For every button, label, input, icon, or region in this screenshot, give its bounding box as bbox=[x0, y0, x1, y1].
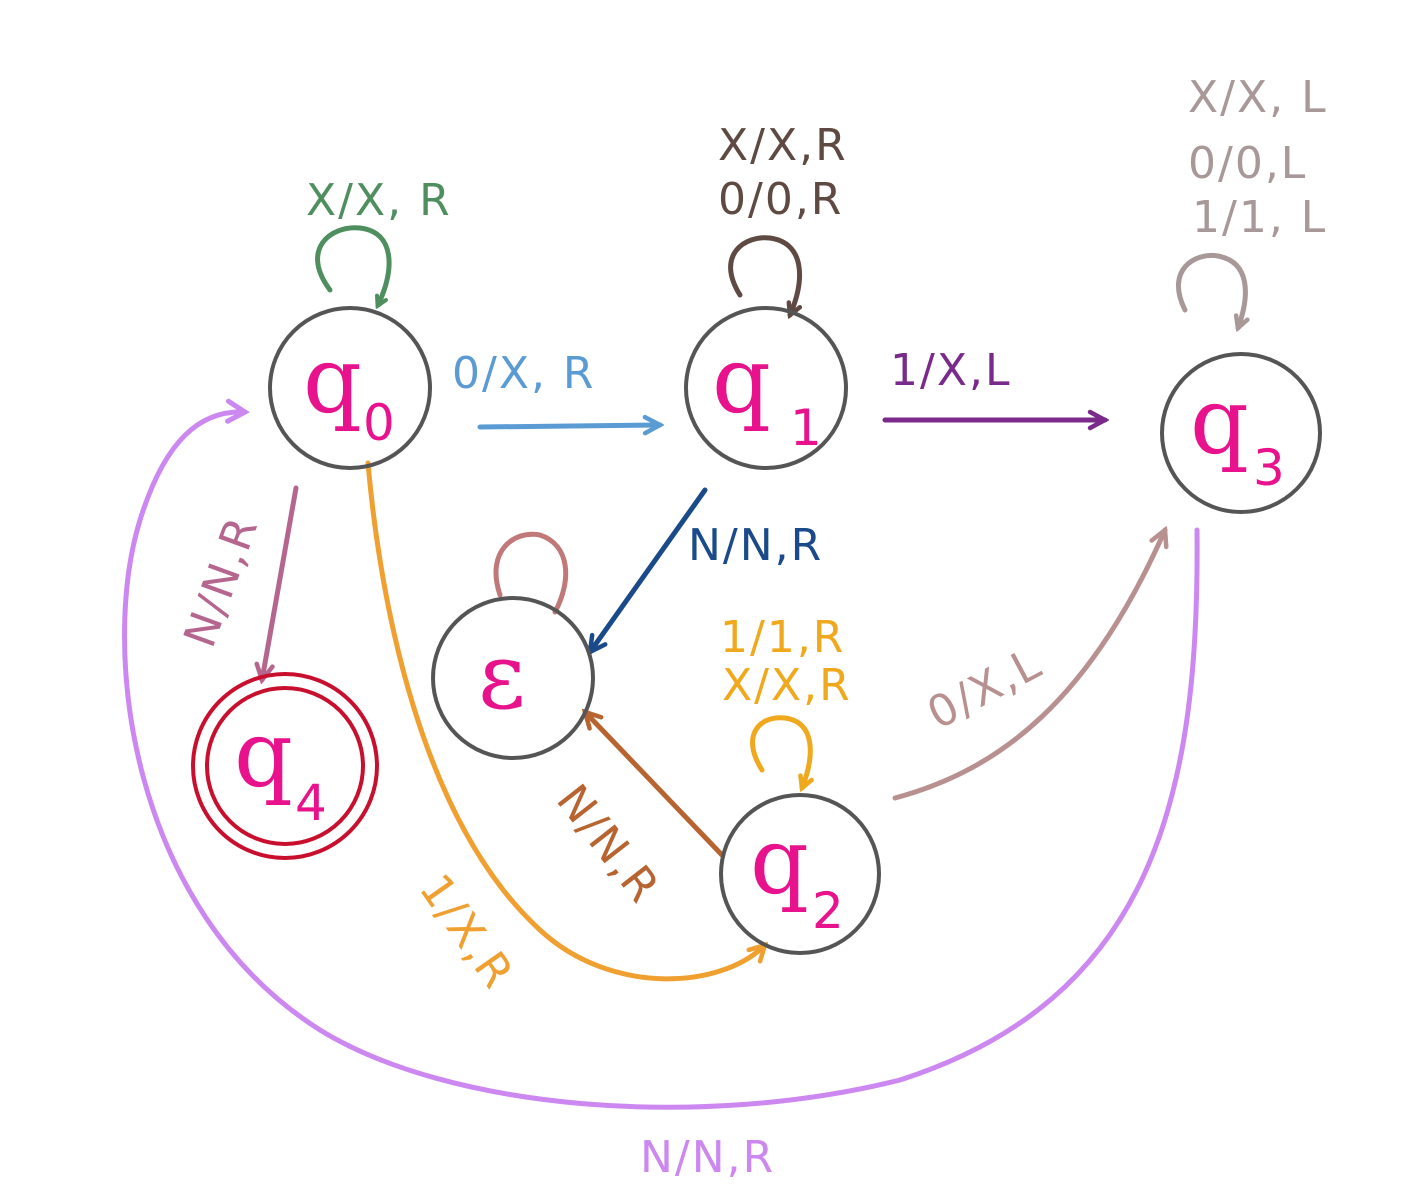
label-q1-eps: N/N,R bbox=[688, 520, 823, 571]
state-q0-letter: q bbox=[303, 327, 362, 434]
edge-q0-q1 bbox=[477, 425, 660, 427]
state-q2: q 2 bbox=[719, 793, 881, 955]
edge-q2-q3 bbox=[892, 530, 1165, 801]
edge-q3-loop bbox=[1176, 252, 1245, 328]
label-q2-loop-2: X/X,R bbox=[722, 660, 852, 711]
state-q2-letter: q bbox=[750, 808, 809, 915]
label-q1-q3: 1/X,L bbox=[890, 345, 1011, 396]
label-q3-loop-2: 0/0,L bbox=[1188, 138, 1307, 189]
state-q1-letter: q bbox=[712, 327, 771, 434]
label-q0-loop: X/X, R bbox=[306, 175, 452, 226]
label-q2-eps: N/N,R bbox=[546, 775, 669, 913]
edge-q0-q2 bbox=[365, 460, 765, 982]
edge-q1-loop bbox=[728, 235, 800, 315]
label-q2-loop-1: 1/1,R bbox=[720, 612, 845, 663]
state-q1: q 1 bbox=[684, 306, 848, 470]
label-q0-q2: 1/X,R bbox=[409, 865, 524, 999]
state-q4-letter: q bbox=[234, 701, 293, 808]
state-q2-subscript: 2 bbox=[812, 882, 844, 940]
label-q0-q1: 0/X, R bbox=[452, 348, 596, 399]
edge-eps-loop bbox=[493, 531, 569, 615]
state-epsilon-symbol: ε bbox=[478, 623, 526, 730]
label-q3-loop-1: X/X, L bbox=[1188, 72, 1328, 123]
edge-q2-eps bbox=[585, 712, 725, 858]
edge-q0-loop bbox=[315, 225, 392, 305]
state-q0: q 0 bbox=[268, 306, 432, 470]
state-q3-letter: q bbox=[1190, 368, 1249, 475]
label-q0-q4: N/N,R bbox=[174, 509, 268, 654]
edge-q1-eps bbox=[590, 487, 708, 652]
label-q1-loop-2: 0/0,R bbox=[718, 174, 843, 225]
state-q0-subscript: 0 bbox=[363, 394, 395, 452]
state-q4-subscript: 4 bbox=[295, 774, 327, 832]
label-q3-loop-3: 1/1, L bbox=[1192, 192, 1327, 243]
edge-q3-q0 bbox=[122, 398, 1200, 1110]
state-q4-accepting: q 4 bbox=[191, 672, 379, 860]
state-epsilon: ε bbox=[431, 596, 595, 760]
label-q1-loop-1: X/X,R bbox=[718, 120, 848, 171]
state-q1-subscript: 1 bbox=[790, 399, 822, 457]
label-q3-q0: N/N,R bbox=[640, 1132, 775, 1183]
edge-q2-loop bbox=[750, 715, 811, 788]
edge-q0-q4 bbox=[262, 485, 299, 680]
state-q3-subscript: 3 bbox=[1253, 439, 1285, 497]
state-q3: q 3 bbox=[1160, 352, 1322, 514]
